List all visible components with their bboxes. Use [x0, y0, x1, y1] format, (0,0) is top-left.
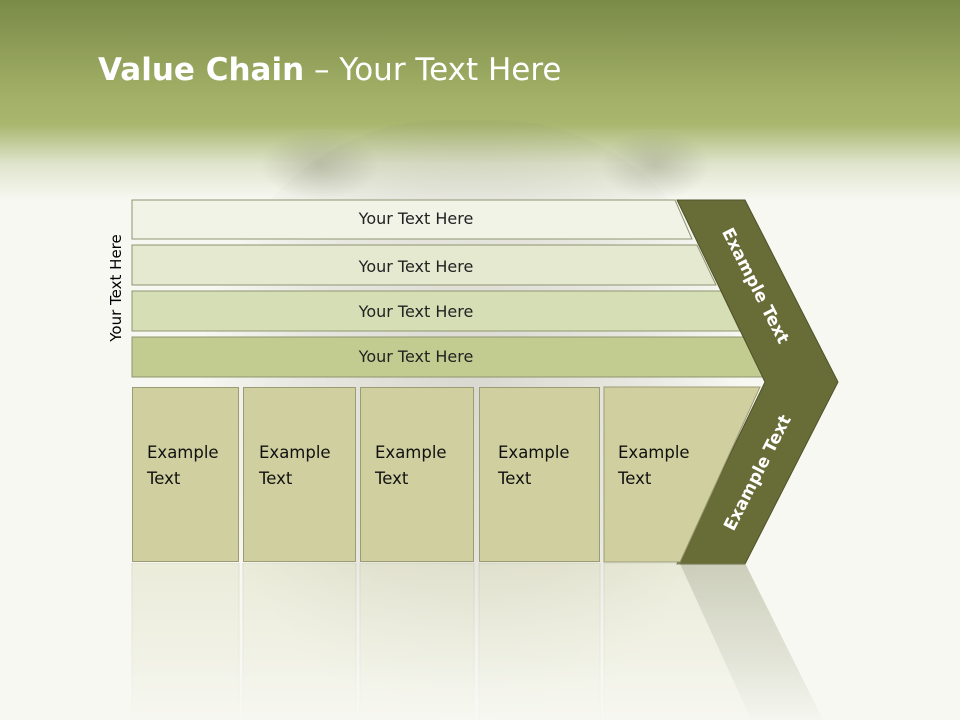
- activity-box-5-line1: Example: [618, 443, 690, 462]
- slide-title-bold: Value Chain: [98, 52, 305, 88]
- support-bar-label-2: Your Text Here: [358, 257, 474, 276]
- activity-box-4-line2: Text: [498, 469, 532, 488]
- activity-box-2[interactable]: [243, 387, 356, 562]
- activity-box-2-line1: Example: [259, 443, 331, 462]
- activity-box-1-line2: Text: [147, 469, 181, 488]
- support-bar-2[interactable]: [131, 244, 717, 286]
- activity-box-3-line2: Text: [375, 469, 409, 488]
- activity-box-4-line1: Example: [498, 443, 570, 462]
- activity-box-3[interactable]: [360, 387, 474, 562]
- activity-box-3-line1: Example: [375, 443, 447, 462]
- support-bar-1[interactable]: [131, 199, 693, 240]
- header-band: [0, 0, 960, 200]
- activity-box-1-line1: Example: [147, 443, 219, 462]
- slide-title: Value Chain – Your Text Here: [98, 52, 561, 88]
- background-figure-right-ear: [600, 130, 710, 200]
- diagram-reflection: [0, 563, 960, 720]
- background-figure-left-ear: [260, 130, 380, 200]
- support-bar-label-4: Your Text Here: [358, 347, 474, 366]
- support-bar-label-1: Your Text Here: [358, 209, 474, 228]
- reflection-fade: [0, 563, 960, 720]
- activity-box-4[interactable]: [479, 387, 600, 562]
- activity-box-5-line2: Text: [618, 469, 652, 488]
- activity-box-1[interactable]: [132, 387, 239, 562]
- support-bar-label-3: Your Text Here: [358, 302, 474, 321]
- activity-box-2-line2: Text: [259, 469, 293, 488]
- slide-title-rest: – Your Text Here: [304, 52, 562, 88]
- last-activity-box[interactable]: [603, 386, 761, 563]
